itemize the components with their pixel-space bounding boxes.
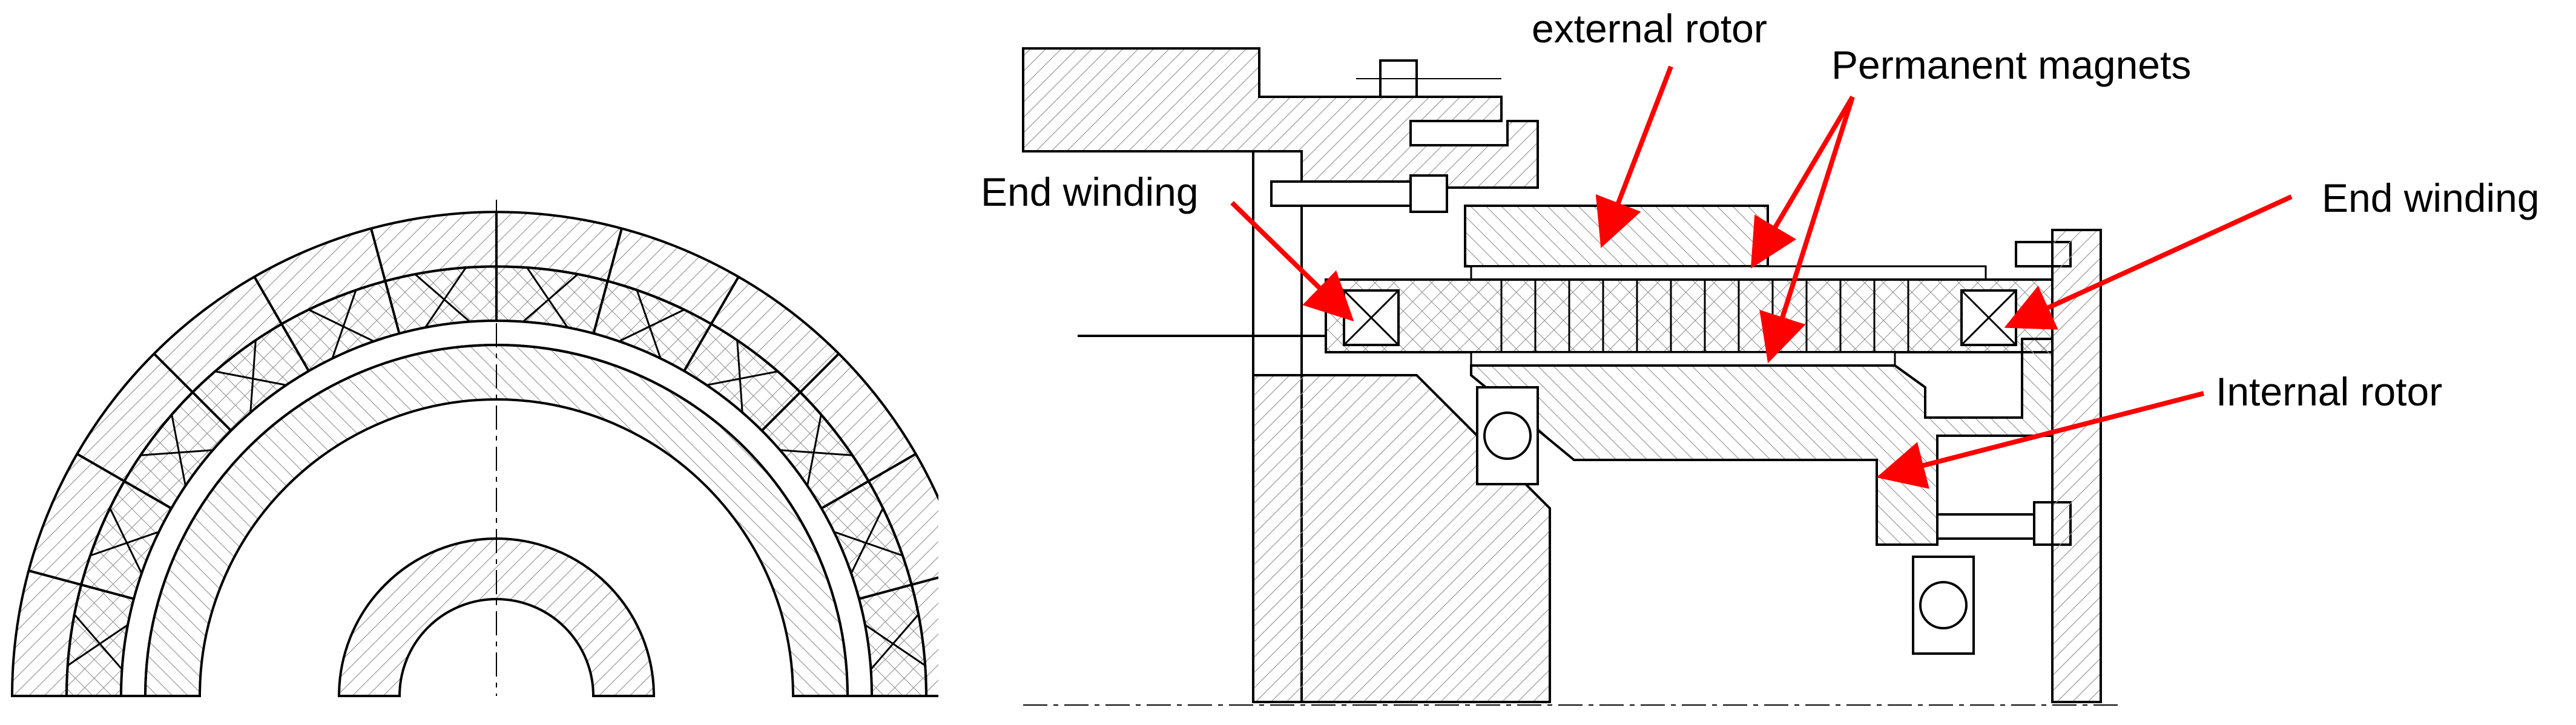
slot-line (683, 276, 740, 372)
coil-cross (414, 273, 471, 323)
bearing-right (1912, 556, 1975, 655)
arrow-external-rotor (1595, 65, 1673, 248)
coil-cross (780, 449, 853, 456)
end-winding-left-box (1343, 289, 1400, 346)
coil-cross (706, 370, 779, 386)
slot-line (760, 352, 840, 432)
external-rotor (1464, 205, 1769, 267)
arrow-end-winding-left (1230, 201, 1354, 322)
slot-line (153, 352, 232, 432)
slot-line (370, 228, 401, 334)
label-internal-rotor: Internal rotor (2216, 369, 2442, 414)
coil-cross (308, 309, 375, 343)
coil-cross (67, 624, 129, 666)
housing-body (1252, 374, 1551, 703)
coil-cross (526, 266, 568, 329)
coil-cross (249, 340, 257, 413)
coil-cross (140, 449, 213, 456)
coil-cross (870, 614, 920, 671)
coil-cross (636, 289, 662, 359)
arrow-magnets-bottom (1759, 96, 1855, 364)
slot-line (76, 453, 173, 510)
stator-core (1325, 278, 2054, 353)
coil-cross (109, 507, 143, 574)
arrow-end-winding-right (2004, 194, 2293, 330)
callout-arrows (1230, 65, 2293, 489)
stator-slots (12, 212, 938, 697)
inner-rotor-ring (143, 344, 849, 697)
label-permanent-magnets: Permanent magnets (1831, 42, 2191, 87)
slot-line (253, 276, 310, 372)
coil-cross (864, 624, 926, 666)
coil-cross (424, 266, 467, 329)
end-winding-right-box (1960, 289, 2017, 346)
radial-cross-section (10, 200, 938, 697)
coil-cross (806, 414, 822, 487)
label-external-rotor: external rotor (1532, 6, 1767, 51)
coil-cross (73, 614, 123, 671)
coil-cross (214, 370, 287, 386)
arrow-internal-rotor (1876, 391, 2204, 489)
coil-cross (834, 531, 903, 557)
coil-cross (736, 340, 743, 413)
magnet-strip-top (1470, 265, 1987, 281)
annotation-labels: external rotor Permanent magnets End win… (981, 6, 2540, 414)
label-end-winding-left: End winding (981, 169, 1199, 214)
coil-cross (618, 309, 685, 343)
slot-line (820, 453, 917, 510)
bolt-left-head (1409, 174, 1448, 213)
magnet-strip-bottom (1470, 351, 1896, 367)
label-end-winding-right: End winding (2322, 176, 2540, 220)
axial-cross-section (1022, 47, 2119, 706)
arrow-magnets-top (1750, 95, 1855, 269)
coil-cross (171, 414, 186, 487)
coil-cross (331, 289, 357, 359)
slot-line (592, 228, 623, 334)
bolt-lower (1936, 513, 2047, 540)
slot-line (28, 569, 134, 600)
coil-cross (522, 273, 579, 323)
slot-line (858, 576, 938, 600)
housing-right (2051, 229, 2102, 703)
bearing-left (1476, 386, 1539, 485)
coil-cross (850, 507, 884, 574)
coil-cross (90, 531, 159, 557)
hub-ring (337, 537, 656, 697)
